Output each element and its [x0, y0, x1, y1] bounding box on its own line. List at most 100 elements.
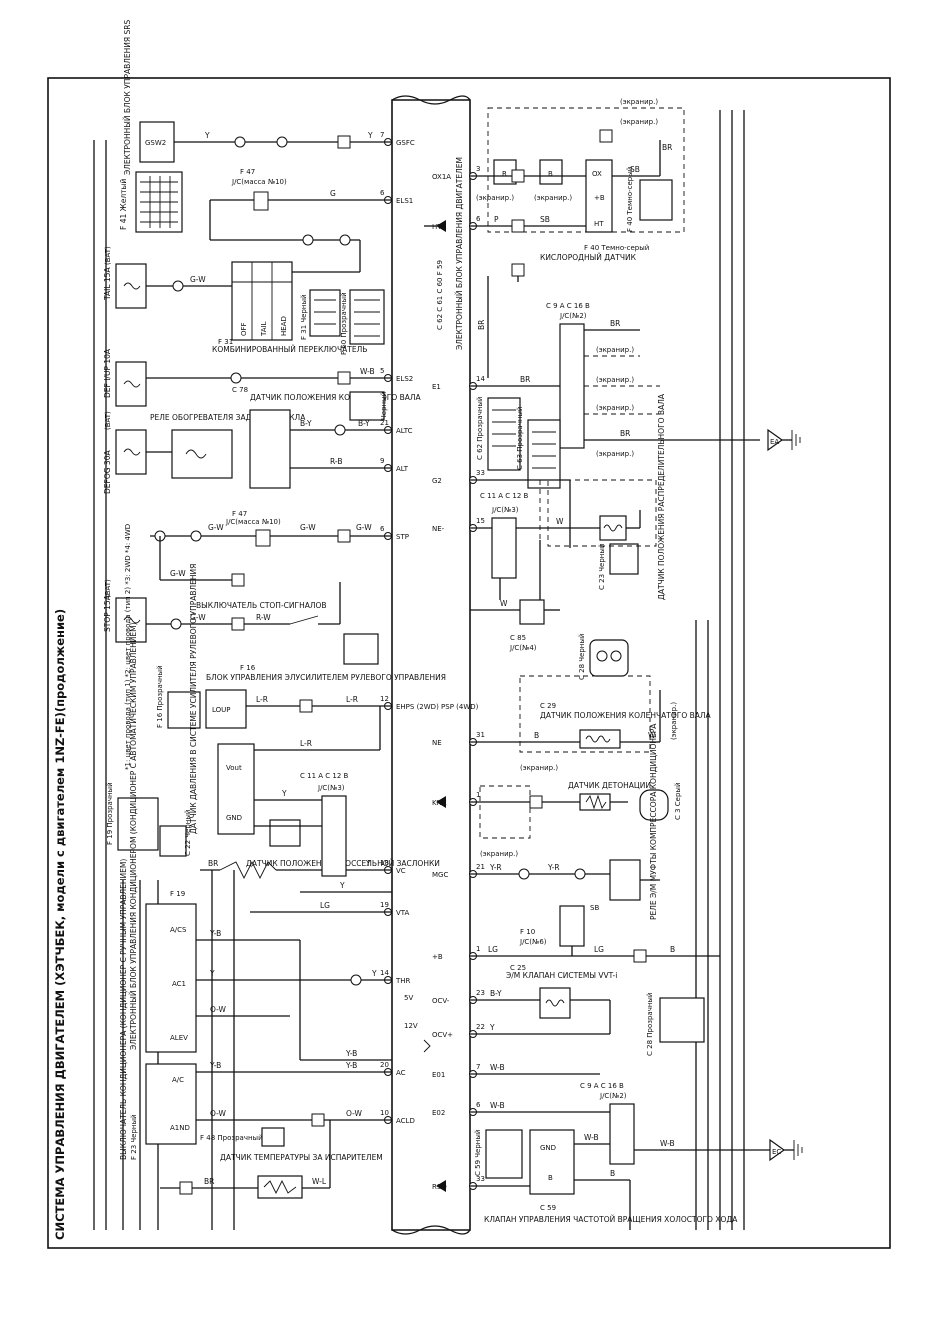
ecu-left-terminal-name: VTA	[396, 909, 410, 917]
svg-text:F 47: F 47	[232, 510, 247, 518]
throttle-connector	[269, 819, 301, 847]
svg-text:F 31: F 31	[218, 338, 233, 346]
svg-text:(экранир.): (экранир.)	[596, 376, 634, 384]
svg-text:F 40 Темно-серый: F 40 Темно-серый	[584, 244, 649, 252]
jc10a-block	[253, 191, 269, 211]
ecu-right-terminal-name: NE	[432, 739, 442, 747]
svg-text:DEFOG 30A: DEFOG 30A	[103, 450, 112, 494]
svg-text:J/C(№2): J/C(№2)	[559, 312, 587, 320]
svg-text:J/C(№4): J/C(№4)	[509, 644, 537, 652]
svg-text:O-W: O-W	[346, 1109, 363, 1118]
jc10b-block	[255, 529, 271, 547]
svg-text:G-W: G-W	[170, 569, 186, 578]
rear-defogger-relay	[171, 429, 233, 479]
svg-text:R: R	[502, 170, 507, 178]
svg-text:ДАТЧИК ПОЛОЖЕНИЯ КОЛЕНЧАТОГО В: ДАТЧИК ПОЛОЖЕНИЯ КОЛЕНЧАТОГО ВАЛА	[250, 393, 422, 402]
svg-text:W-B: W-B	[584, 1133, 599, 1142]
svg-text:W: W	[648, 731, 656, 740]
ecu-left-terminal-name: ACLD	[396, 1117, 415, 1125]
svg-text:G-W: G-W	[190, 613, 206, 622]
svg-text:B: B	[548, 1174, 553, 1182]
svg-text:РЕЛЕ ОБОГРЕВАТЕЛЯ ЗАДНЕГО СТЕК: РЕЛЕ ОБОГРЕВАТЕЛЯ ЗАДНЕГО СТЕКЛА	[150, 413, 306, 422]
svg-text:F 19: F 19	[170, 890, 185, 898]
svg-text:TAIL: TAIL	[260, 321, 268, 337]
svg-text:P: P	[494, 215, 499, 224]
jc2a-block	[559, 323, 585, 449]
defog-fuse	[115, 429, 147, 475]
svg-text:A/C: A/C	[172, 1076, 184, 1084]
jc3a-block	[321, 795, 347, 877]
svg-text:Y: Y	[371, 969, 377, 978]
svg-text:BR: BR	[662, 143, 672, 152]
svg-text:(экранир.): (экранир.)	[596, 450, 634, 458]
svg-text:G-W: G-W	[300, 523, 316, 532]
svg-text:DEF I/UP 10A: DEF I/UP 10A	[103, 348, 112, 398]
svg-text:C 9 A C 16 B: C 9 A C 16 B	[546, 302, 590, 310]
svg-text:Э/М КЛАПАН СИСТЕМЫ VVT-i: Э/М КЛАПАН СИСТЕМЫ VVT-i	[506, 971, 617, 980]
svg-text:B-Y: B-Y	[358, 419, 370, 428]
svg-text:SB: SB	[590, 904, 599, 912]
svg-text:(экранир.): (экранир.)	[480, 850, 518, 858]
ecu-left-terminal-pin: 6	[380, 189, 385, 197]
f60-connector	[349, 289, 385, 345]
svg-text:J/C(масса №10): J/C(масса №10)	[225, 518, 281, 526]
svg-text:КИСЛОРОДНЫЙ ДАТЧИК: КИСЛОРОДНЫЙ ДАТЧИК	[540, 253, 637, 262]
svg-text:BR: BR	[477, 320, 486, 330]
svg-text:РЕЛЕ Э/М МУФТЫ КОМПРЕССОРА КОН: РЕЛЕ Э/М МУФТЫ КОМПРЕССОРА КОНДИЦИОНЕРА	[649, 723, 658, 920]
svg-text:BR: BR	[610, 319, 620, 328]
f41-label: F 41 Желтый	[119, 179, 128, 230]
ecu-right-terminal-name: G2	[432, 477, 442, 485]
svg-text:BR: BR	[620, 429, 630, 438]
svg-text:L-R: L-R	[346, 695, 358, 704]
svg-text:L-R: L-R	[300, 739, 312, 748]
svg-text:R-B: R-B	[330, 457, 343, 466]
svg-text:C 11 A C 12 B: C 11 A C 12 B	[480, 492, 529, 500]
ecu-left-terminal-name: ALT	[396, 465, 409, 473]
svg-text:Vout: Vout	[226, 764, 242, 772]
ecu-right-terminal-pin: 33	[476, 469, 485, 477]
jc4-block	[519, 599, 545, 625]
ecu-right-terminal-name: OCV-	[432, 997, 450, 1005]
svg-text:(BAT): (BAT)	[104, 411, 112, 430]
svg-text:C 59: C 59	[540, 1204, 556, 1212]
ecu-right-terminal-pin: 7	[476, 1063, 480, 1071]
ecu-right-terminal-pin: 23	[476, 989, 485, 997]
svg-text:ЭЛЕКТРОННЫЙ БЛОК УПРАВЛЕНИЯ КО: ЭЛЕКТРОННЫЙ БЛОК УПРАВЛЕНИЯ КОНДИЦИОНЕРО…	[129, 622, 138, 1050]
svg-text:B: B	[548, 170, 553, 178]
tail-fuse	[115, 263, 147, 309]
ecu-left-terminal-name: GSFC	[396, 139, 415, 147]
svg-text:B-Y: B-Y	[490, 989, 502, 998]
svg-text:F 60 Прозрачный: F 60 Прозрачный	[340, 292, 348, 355]
svg-text:B: B	[670, 945, 675, 954]
svg-text:F 23 Черный: F 23 Черный	[130, 1114, 138, 1160]
svg-text:LOUP: LOUP	[212, 706, 231, 714]
svg-text:GND: GND	[540, 1144, 556, 1152]
svg-text:12V: 12V	[404, 1022, 418, 1030]
svg-text:БЛОК УПРАВЛЕНИЯ ЭЛУСИЛИТЕЛЕМ Р: БЛОК УПРАВЛЕНИЯ ЭЛУСИЛИТЕЛЕМ РУЛЕВОГО УП…	[206, 673, 446, 682]
diagram-title: СИСТЕМА УПРАВЛЕНИЯ ДВИГАТЕЛЕМ (ХЭТЧБЕК, …	[53, 609, 67, 1240]
svg-text:Y: Y	[365, 859, 371, 868]
svg-text:ALEV: ALEV	[170, 1034, 188, 1042]
ecu-left-terminal-pin: 7	[380, 131, 384, 139]
svg-text:B: B	[534, 731, 539, 740]
throttle-resistor	[219, 860, 277, 880]
svg-text:J/C(масса №10): J/C(масса №10)	[231, 178, 287, 186]
svg-text:(BAT): (BAT)	[104, 246, 112, 265]
ecu-left-terminal-pin: 5	[380, 367, 384, 375]
svg-text:G: G	[330, 189, 336, 198]
svg-text:EA: EA	[770, 438, 779, 446]
svg-text:B-Y: B-Y	[300, 419, 312, 428]
svg-text:ДАТЧИК ДАВЛЕНИЯ В СИСТЕМЕ УСИЛ: ДАТЧИК ДАВЛЕНИЯ В СИСТЕМЕ УСИЛИТЕЛЯ РУЛЕ…	[189, 564, 198, 834]
def-fuse	[115, 361, 147, 407]
ecu-right-terminal-name: E01	[432, 1071, 445, 1079]
ecu-right-terminal-name: MGC	[432, 871, 448, 879]
svg-text:(экранир.): (экранир.)	[620, 118, 658, 126]
c63-connector	[527, 419, 561, 489]
ecu-right-terminal-pin: 1	[476, 945, 480, 953]
svg-text:R-W: R-W	[256, 613, 271, 622]
ps-pressure-sensor	[217, 743, 255, 835]
combination-switch	[231, 261, 293, 341]
ecu-right-terminal-pin: 14	[476, 375, 485, 383]
ecu-left-terminal-pin: 12	[380, 695, 389, 703]
